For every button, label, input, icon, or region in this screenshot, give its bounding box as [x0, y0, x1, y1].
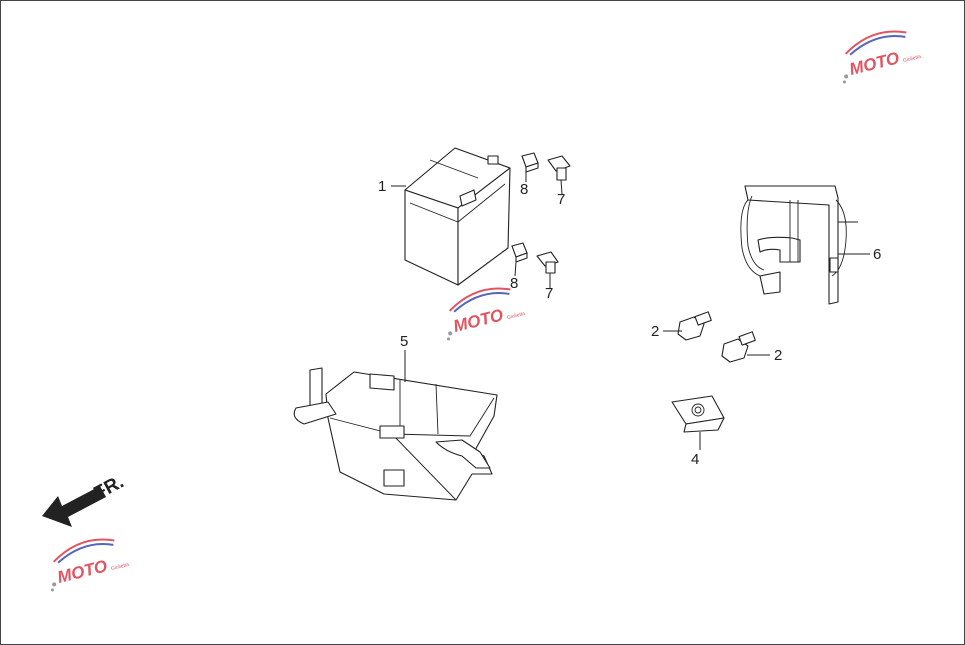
callout-screw-lower: 7 [545, 285, 554, 302]
watermark-logo-text: MOTO [847, 48, 901, 79]
watermark-small-text: Giulietta [506, 311, 525, 321]
screw-lower-part [536, 251, 559, 274]
nut-lower-part [511, 242, 528, 263]
watermark-logo-top-right: MOTO Giulietta [842, 30, 922, 84]
callout-nut-lower: 8 [510, 275, 519, 292]
watermark-small-text: Giulietta [110, 562, 129, 572]
watermark-small-text: Giulietta [902, 54, 921, 64]
bolt-right-part [721, 331, 756, 363]
battery-part [404, 147, 511, 286]
leader-lines [391, 167, 870, 450]
callout-battery: 1 [378, 178, 387, 195]
callout-nut-upper: 8 [520, 181, 529, 198]
screw-upper-part [547, 155, 571, 181]
watermark-logo-text: MOTO [451, 305, 505, 336]
bolt-left-part [677, 311, 712, 341]
callout-battery-box: 5 [400, 333, 409, 350]
front-direction-indicator: FR. [42, 472, 127, 527]
battery-bracket-part [740, 185, 858, 305]
callout-clip-nut: 4 [691, 451, 700, 468]
battery-box-part [293, 367, 498, 501]
watermark-logo-bottom-left: MOTO Giulietta [50, 538, 130, 592]
watermark-logo-text: MOTO [55, 556, 109, 587]
callout-bolt-right: 2 [774, 347, 783, 364]
callout-bolt-left: 2 [651, 323, 660, 340]
nut-upper-part [521, 152, 539, 173]
clip-nut-part [671, 395, 725, 433]
callout-screw-upper: 7 [557, 191, 566, 208]
callout-bracket: 6 [873, 246, 882, 263]
front-arrow-icon [42, 486, 106, 527]
